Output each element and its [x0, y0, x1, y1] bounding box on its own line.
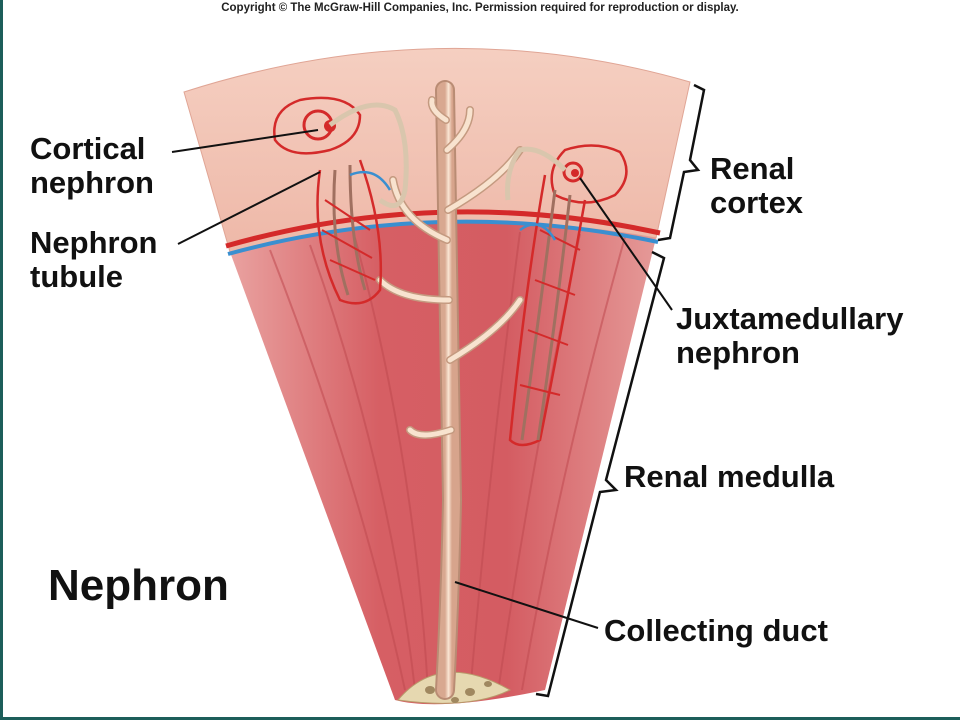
label-renal-cortex: Renal cortex [710, 151, 804, 220]
diagram-title: Nephron [48, 561, 229, 610]
renal-medulla-bracket [535, 250, 666, 698]
copyright-notice: Copyright © The McGraw-Hill Companies, I… [221, 2, 739, 14]
leader-lines [171, 129, 673, 629]
label-collecting-duct: Collecting duct [604, 613, 828, 648]
juxtamedullary-nephron [505, 144, 628, 447]
label-juxtamedullary-nephron: Juxtamedullary nephron [676, 301, 904, 370]
label-nephron-tubule: Nephron tubule [30, 225, 158, 294]
label-renal-medulla: Renal medulla [624, 459, 835, 494]
slide-frame-left [0, 0, 3, 720]
collecting-duct-tree [376, 80, 524, 700]
slide-frame-bottom [0, 717, 960, 720]
renal-cortex-bracket [657, 83, 706, 242]
cortical-nephron [273, 96, 409, 305]
label-cortical-nephron: Cortical nephron [30, 131, 154, 200]
